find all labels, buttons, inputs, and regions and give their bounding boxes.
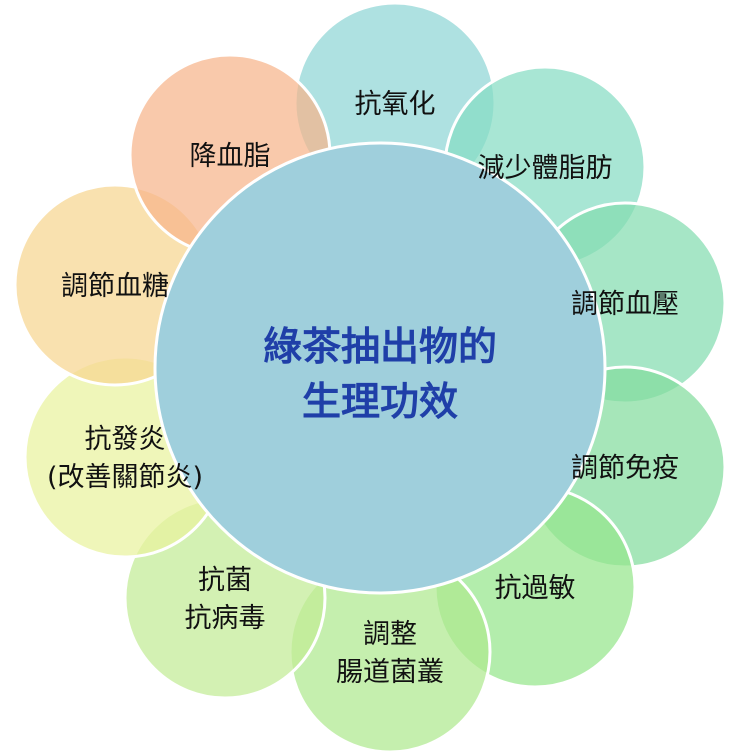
center-group: 綠茶抽出物的 生理功效 — [153, 141, 607, 595]
benefit-label-1-line-1: 抗氧化 — [355, 89, 436, 120]
center-title-line-2: 生理功效 — [302, 380, 458, 425]
benefit-label-7-line-2: 抗病毒 — [185, 603, 266, 634]
benefit-label-7-line-1: 抗菌 — [198, 565, 252, 596]
benefit-label-3-line-1: 調節血壓 — [571, 289, 679, 320]
benefit-label-8-line-2: (改善關節炎) — [47, 462, 203, 493]
benefit-label-5-line-1: 抗過敏 — [495, 573, 576, 604]
benefit-label-4-line-1: 調節免疫 — [571, 453, 679, 484]
center-circle — [153, 141, 607, 595]
benefit-label-8-line-1: 抗發炎 — [85, 424, 166, 455]
benefit-label-6-line-1: 調整 — [363, 619, 417, 650]
center-title-line-1: 綠茶抽出物的 — [263, 325, 497, 370]
benefit-label-2-line-1: 減少體脂肪 — [478, 153, 613, 184]
benefit-label-10-line-1: 降血脂 — [190, 141, 271, 172]
benefit-label-9-line-1: 調節血糖 — [61, 271, 169, 302]
benefit-label-6-line-2: 腸道菌叢 — [336, 657, 444, 688]
